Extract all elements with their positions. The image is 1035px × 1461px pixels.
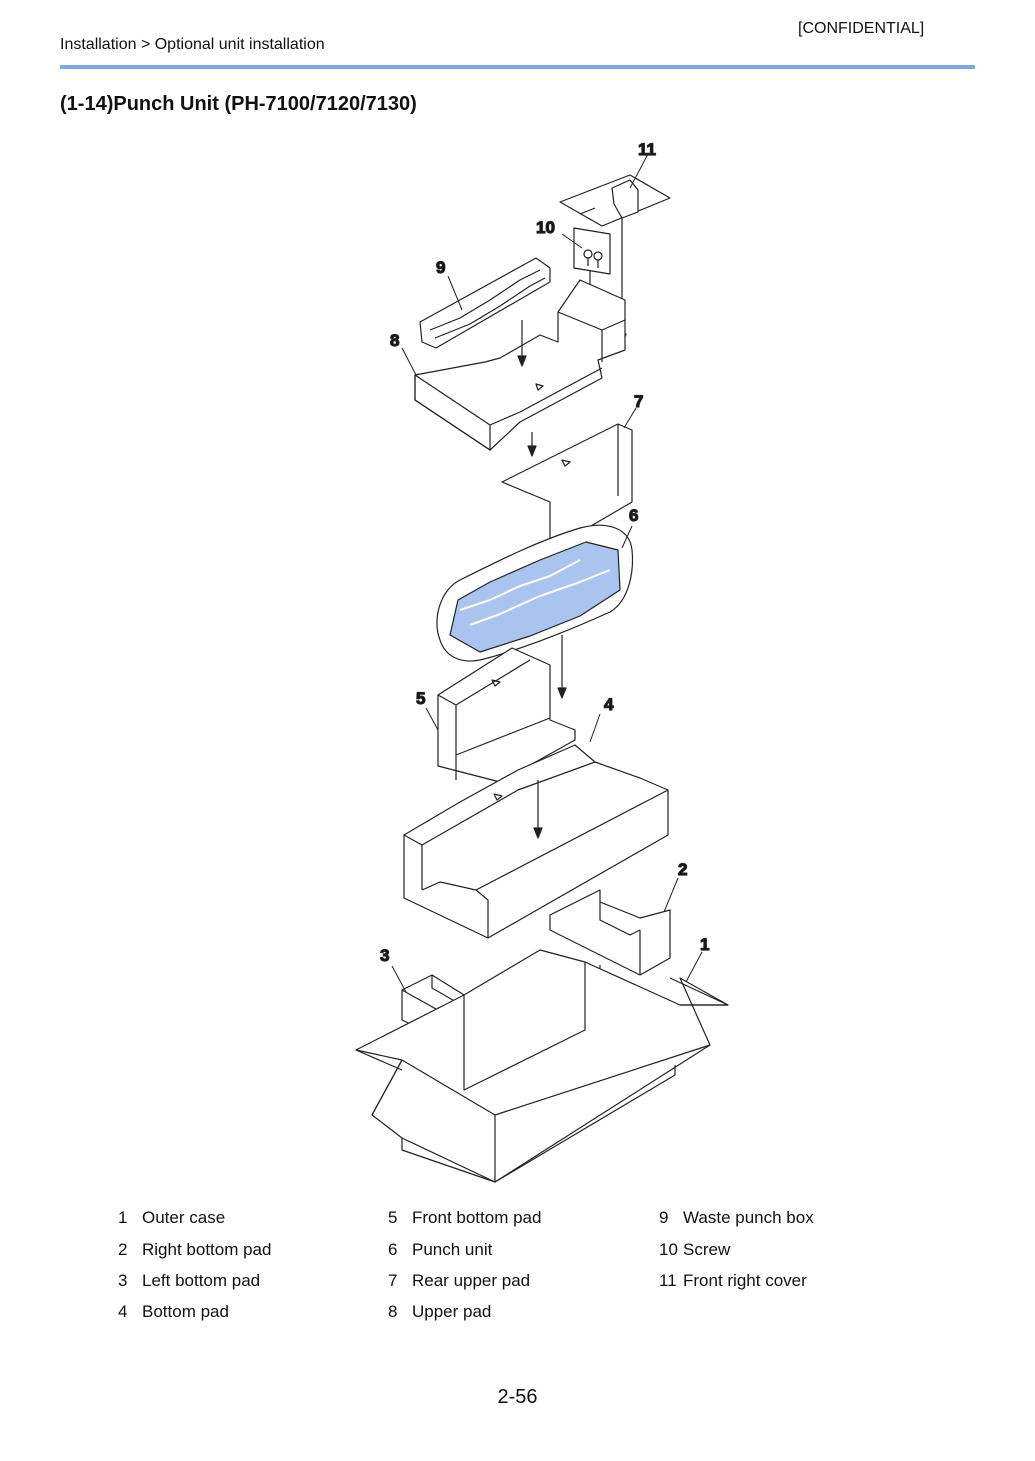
legend-item: 4 Bottom pad <box>118 1302 229 1322</box>
packing-diagram: 11 10 9 8 7 6 5 4 2 1 3 <box>340 130 740 1190</box>
callout-7: 7 <box>634 392 643 411</box>
confidential-label: [CONFIDENTIAL] <box>798 20 925 37</box>
legend-number: 7 <box>388 1271 398 1290</box>
callout-9: 9 <box>436 258 445 277</box>
legend-number: 10 <box>659 1240 678 1259</box>
legend-item: 2 Right bottom pad <box>118 1240 271 1260</box>
legend-item: 8 Upper pad <box>388 1302 491 1322</box>
section-title: (1-14)Punch Unit (PH-7100/7120/7130) <box>60 93 417 115</box>
legend-number: 2 <box>118 1240 128 1259</box>
legend-item: 3 Left bottom pad <box>118 1271 260 1291</box>
bottom-pad-part <box>403 744 669 939</box>
rear-upper-pad-part <box>501 423 633 551</box>
callout-10: 10 <box>536 218 555 237</box>
legend-number: 4 <box>118 1302 128 1321</box>
legend-item: 5 Front bottom pad <box>388 1208 541 1228</box>
callout-1: 1 <box>700 935 709 954</box>
legend-label: Punch unit <box>412 1240 493 1259</box>
legend-label: Front bottom pad <box>412 1208 542 1227</box>
legend-label: Outer case <box>142 1208 226 1227</box>
legend-number: 5 <box>388 1208 398 1227</box>
callout-8: 8 <box>390 331 399 350</box>
outer-case-part <box>355 949 729 1183</box>
legend-number: 9 <box>659 1208 669 1227</box>
legend-item: 11 Front right cover <box>659 1271 807 1291</box>
upper-pad-part <box>414 279 626 457</box>
callout-11: 11 <box>638 140 656 159</box>
legend-number: 6 <box>388 1240 398 1259</box>
legend-label: Rear upper pad <box>412 1271 531 1290</box>
legend-label: Screw <box>683 1240 731 1259</box>
front-right-cover-part <box>559 174 671 345</box>
legend-number: 11 <box>659 1271 677 1290</box>
legend-item: 6 Punch unit <box>388 1240 492 1260</box>
legend-number: 8 <box>388 1302 398 1321</box>
punch-unit-part <box>436 524 634 699</box>
legend-item: 1 Outer case <box>118 1208 225 1228</box>
legend-label: Bottom pad <box>142 1302 229 1321</box>
front-bottom-pad-part <box>437 647 576 783</box>
legend-number: 1 <box>118 1208 128 1227</box>
legend-item: 10 Screw <box>659 1240 730 1260</box>
legend-item: 7 Rear upper pad <box>388 1271 530 1291</box>
callout-2: 2 <box>678 860 687 879</box>
legend-label: Right bottom pad <box>142 1240 272 1259</box>
callout-5: 5 <box>416 689 425 708</box>
waste-punch-box-part <box>419 257 551 349</box>
legend-item: 9 Waste punch box <box>659 1208 814 1228</box>
legend-label: Upper pad <box>412 1302 492 1321</box>
legend-number: 3 <box>118 1271 128 1290</box>
callout-6: 6 <box>629 506 638 525</box>
page-number: 2-56 <box>497 1386 538 1408</box>
legend-label: Left bottom pad <box>142 1271 261 1290</box>
legend-label: Waste punch box <box>683 1208 814 1227</box>
breadcrumb: Installation > Optional unit installatio… <box>60 36 325 53</box>
callout-4: 4 <box>604 695 614 714</box>
callout-3: 3 <box>380 946 389 965</box>
header-rule <box>60 65 975 69</box>
legend-label: Front right cover <box>683 1271 807 1290</box>
